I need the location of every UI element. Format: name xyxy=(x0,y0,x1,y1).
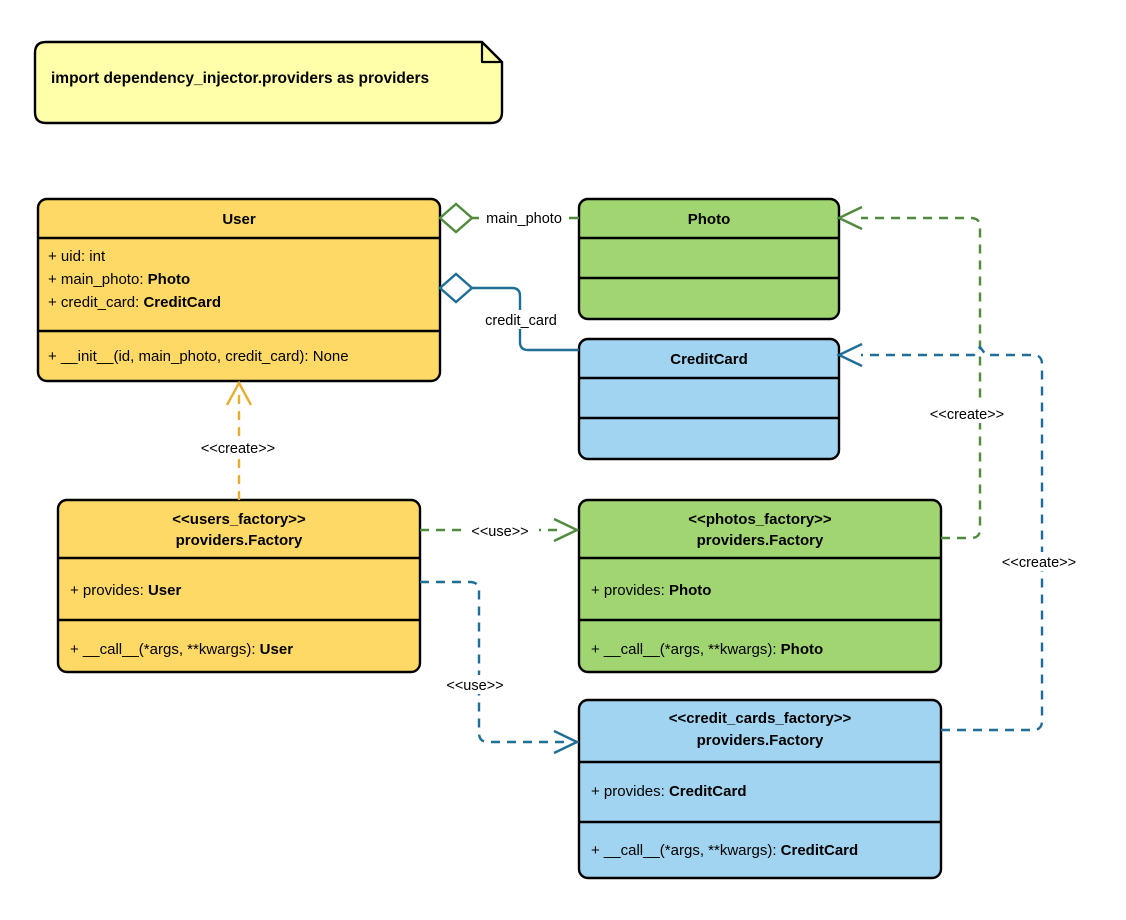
class-user-method: + __init__(id, main_photo, credit_card):… xyxy=(48,348,349,365)
edge-create-photo-line xyxy=(861,216,982,540)
class-photos-factory-frame xyxy=(577,498,943,674)
edge-label-main-photo: main_photo xyxy=(486,211,562,227)
class-user-title: User xyxy=(222,211,256,228)
class-users-factory-method: + __call__(*args, **kwargs): User xyxy=(70,641,293,658)
note-text: import dependency_injector.providers as … xyxy=(51,70,429,87)
class-credit-cards-factory-attribute: + provides: CreditCard xyxy=(591,783,746,800)
edge-label-backdrop xyxy=(988,552,1091,571)
edge-photos-factory-creates-photo[interactable]: <<create>> xyxy=(836,205,1019,540)
class-photos-factory-method: + __call__(*args, **kwargs): Photo xyxy=(591,641,823,658)
edge-label-backdrop xyxy=(916,404,1019,423)
note-shape xyxy=(33,40,504,125)
open-arrowhead-icon xyxy=(225,380,253,406)
class-users-factory-stereotype: <<users_factory>> xyxy=(172,511,306,528)
edge-label-create-credit-card: <<create>> xyxy=(1002,555,1076,571)
class-box-user[interactable]: User + uid: int + main_photo: Photo + cr… xyxy=(36,197,442,383)
class-box-creditcard[interactable]: CreditCard xyxy=(577,337,841,461)
edge-label-create-photo: <<create>> xyxy=(930,407,1004,423)
class-creditcard-title: CreditCard xyxy=(670,351,748,368)
class-box-photos-factory[interactable]: <<photos_factory>> providers.Factory + p… xyxy=(577,498,943,674)
open-arrowhead-icon xyxy=(553,729,580,755)
edge-label-use-photos: <<use>> xyxy=(471,524,528,540)
class-credit-cards-factory-title: providers.Factory xyxy=(697,732,824,749)
class-photos-factory-stereotype: <<photos_factory>> xyxy=(688,511,832,528)
aggregation-diamond-icon xyxy=(438,202,474,234)
edge-use-credit-cards-line xyxy=(420,580,564,744)
note-import[interactable]: import dependency_injector.providers as … xyxy=(33,40,504,125)
aggregation-diamond-icon xyxy=(438,272,474,304)
class-credit-cards-factory-frame xyxy=(577,698,943,880)
class-credit-cards-factory-method: + __call__(*args, **kwargs): CreditCard xyxy=(591,842,858,859)
open-arrowhead-icon xyxy=(836,342,863,368)
class-credit-cards-factory-stereotype: <<credit_cards_factory>> xyxy=(669,710,852,727)
edge-users-factory-uses-photos-factory[interactable]: <<use>> xyxy=(420,517,580,543)
class-user-attribute: + uid: int xyxy=(48,248,106,265)
edge-label-use-credit-cards: <<use>> xyxy=(446,678,503,694)
class-user-attribute: + main_photo: Photo xyxy=(48,271,190,288)
class-user-attribute: + credit_card: CreditCard xyxy=(48,294,221,311)
class-users-factory-attribute: + provides: User xyxy=(70,582,181,599)
edge-label-backdrop xyxy=(461,521,539,540)
edge-label-backdrop xyxy=(436,675,514,694)
note-fold-corner xyxy=(480,42,502,64)
edge-users-factory-creates-user[interactable]: <<create>> xyxy=(186,380,289,500)
edge-credit-cards-factory-creates-credit-card[interactable]: <<create>> xyxy=(836,342,1091,732)
edge-label-create-user: <<create>> xyxy=(201,441,275,457)
class-box-credit-cards-factory[interactable]: <<credit_cards_factory>> providers.Facto… xyxy=(577,698,943,880)
open-arrowhead-icon xyxy=(553,517,580,543)
class-box-photo[interactable]: Photo xyxy=(577,197,841,321)
edge-label-backdrop xyxy=(470,310,572,329)
class-photo-frame xyxy=(577,197,841,321)
edge-users-factory-uses-credit-cards-factory[interactable]: <<use>> xyxy=(420,580,580,755)
edge-label-credit-card: credit_card xyxy=(485,313,557,329)
edge-label-backdrop xyxy=(186,438,289,457)
class-box-users-factory[interactable]: <<users_factory>> providers.Factory + pr… xyxy=(56,498,422,674)
class-users-factory-title: providers.Factory xyxy=(176,532,303,549)
edge-user-main-photo[interactable]: main_photo xyxy=(438,202,579,234)
class-photos-factory-title: providers.Factory xyxy=(697,532,824,549)
class-photos-factory-attribute: + provides: Photo xyxy=(591,582,711,599)
class-photo-title: Photo xyxy=(688,211,731,228)
edge-create-credit-card-line xyxy=(861,345,1044,732)
open-arrowhead-icon xyxy=(836,205,863,231)
class-creditcard-frame xyxy=(577,337,841,461)
edge-user-credit-card[interactable]: credit_card xyxy=(438,272,579,352)
